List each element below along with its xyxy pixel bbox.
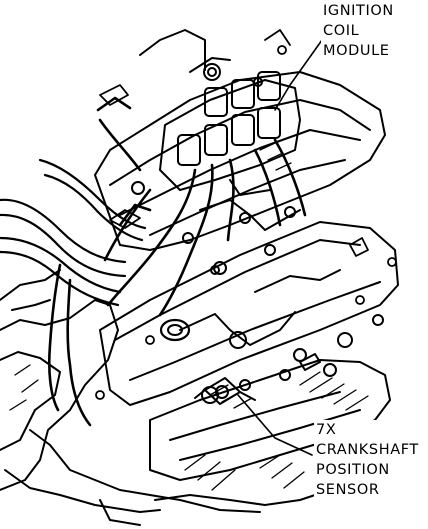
crank-label-line-3: POSITION (316, 462, 390, 478)
ignition-coil-module (139, 29, 301, 191)
front-valve-cover (99, 221, 399, 406)
brackets-fasteners (95, 29, 397, 400)
lower-crankcase (149, 353, 391, 506)
leader-lines (237, 39, 323, 456)
crank-label-line-2: CRANKSHAFT (316, 442, 419, 458)
ignition-coil-module-label: IGNITION COIL MODULE (321, 1, 396, 61)
ignition-label-line-3: MODULE (323, 43, 390, 59)
ignition-label-line-1: IGNITION (323, 3, 394, 19)
engine-block (0, 269, 261, 526)
crankshaft-position-sensor-label: 7X CRANKSHAFT POSITION SENSOR (314, 420, 421, 500)
crank-label-line-1: 7X (316, 422, 337, 438)
ignition-label-line-2: COIL (323, 23, 360, 39)
crankshaft-sensor (194, 377, 256, 405)
exhaust-pipes (0, 158, 147, 307)
crank-label-line-4: SENSOR (316, 482, 380, 498)
intake-manifold (94, 71, 386, 275)
